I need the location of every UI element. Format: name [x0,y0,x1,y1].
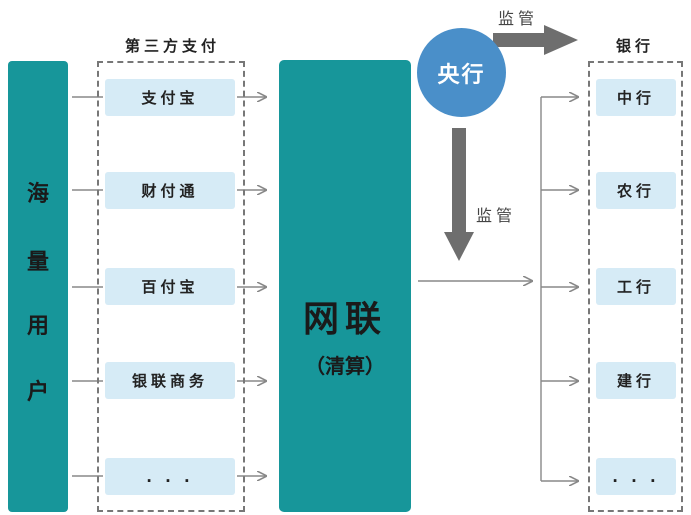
third-party-payment-title: 第三方支付 [124,37,220,55]
banks-title: 银行 [615,37,654,55]
provider-item: 财付通 [105,172,235,209]
bank-item: 中行 [596,79,676,116]
netsunion-block: 网联 （清算） [279,60,411,512]
provider-item: 支付宝 [105,79,235,116]
netsunion-title: 网联 [302,299,387,340]
users-char: 用 [26,314,49,339]
central-bank-circle: 央行 [417,28,506,117]
supervision-label-down: 监管 [476,206,517,225]
users-bar: 海 量 用 户 [8,61,68,512]
supervision-arrow-right [493,25,578,55]
supervision-arrow-down [444,128,474,261]
users-char: 海 [26,182,49,207]
banks-group [588,61,683,512]
provider-item: . . . [105,458,235,495]
bank-item: 工行 [596,268,676,305]
providers-group [97,61,245,512]
users-char: 量 [26,250,49,275]
bank-item: . . . [596,458,676,495]
bank-item: 农行 [596,172,676,209]
provider-item: 百付宝 [105,268,235,305]
provider-item: 银联商务 [105,362,235,399]
users-char: 户 [26,380,49,405]
netsunion-subtitle: （清算） [305,354,385,378]
bank-item: 建行 [596,362,676,399]
supervision-label-top: 监管 [498,9,539,28]
